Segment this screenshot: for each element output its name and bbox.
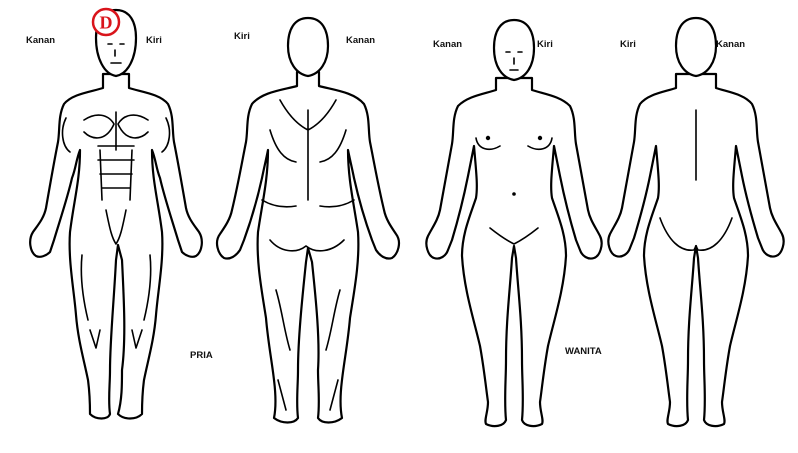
female-front-nipple-left (537, 135, 543, 141)
male-caption: PRIA (190, 350, 213, 361)
male-back-head (286, 16, 330, 78)
female-back-right-label: Kanan (716, 39, 746, 50)
female-back-head (674, 16, 718, 78)
logo-ring (91, 7, 121, 37)
female-back-body-outline (607, 72, 785, 428)
male-back-right-label: Kanan (346, 35, 376, 46)
male-front-body-outline (29, 72, 203, 420)
male-back-left-label: Kiri (234, 31, 250, 42)
logo-letter: D (100, 13, 113, 33)
female-front-left-label: Kiri (537, 39, 553, 50)
female-front-face (505, 51, 523, 71)
female-back-figure (607, 16, 785, 428)
female-front-body-outline (425, 76, 603, 428)
male-back-figure (215, 16, 401, 424)
male-front-left-label: Kiri (146, 35, 162, 46)
female-front-details (475, 137, 553, 245)
male-front-figure (29, 8, 203, 420)
female-back-details (659, 109, 733, 251)
male-back-muscle-lines (261, 99, 355, 411)
male-front-right-label: Kanan (26, 35, 56, 46)
female-caption: WANITA (565, 346, 602, 357)
female-front-head (492, 18, 536, 82)
male-front-muscle-lines (61, 111, 171, 349)
male-front-face (107, 43, 125, 64)
female-front-navel (512, 192, 516, 196)
logo: D (91, 7, 121, 37)
female-front-figure (425, 18, 603, 428)
female-back-left-label: Kiri (620, 39, 636, 50)
female-front-nipple-right (485, 135, 491, 141)
female-front-right-label: Kanan (433, 39, 463, 50)
